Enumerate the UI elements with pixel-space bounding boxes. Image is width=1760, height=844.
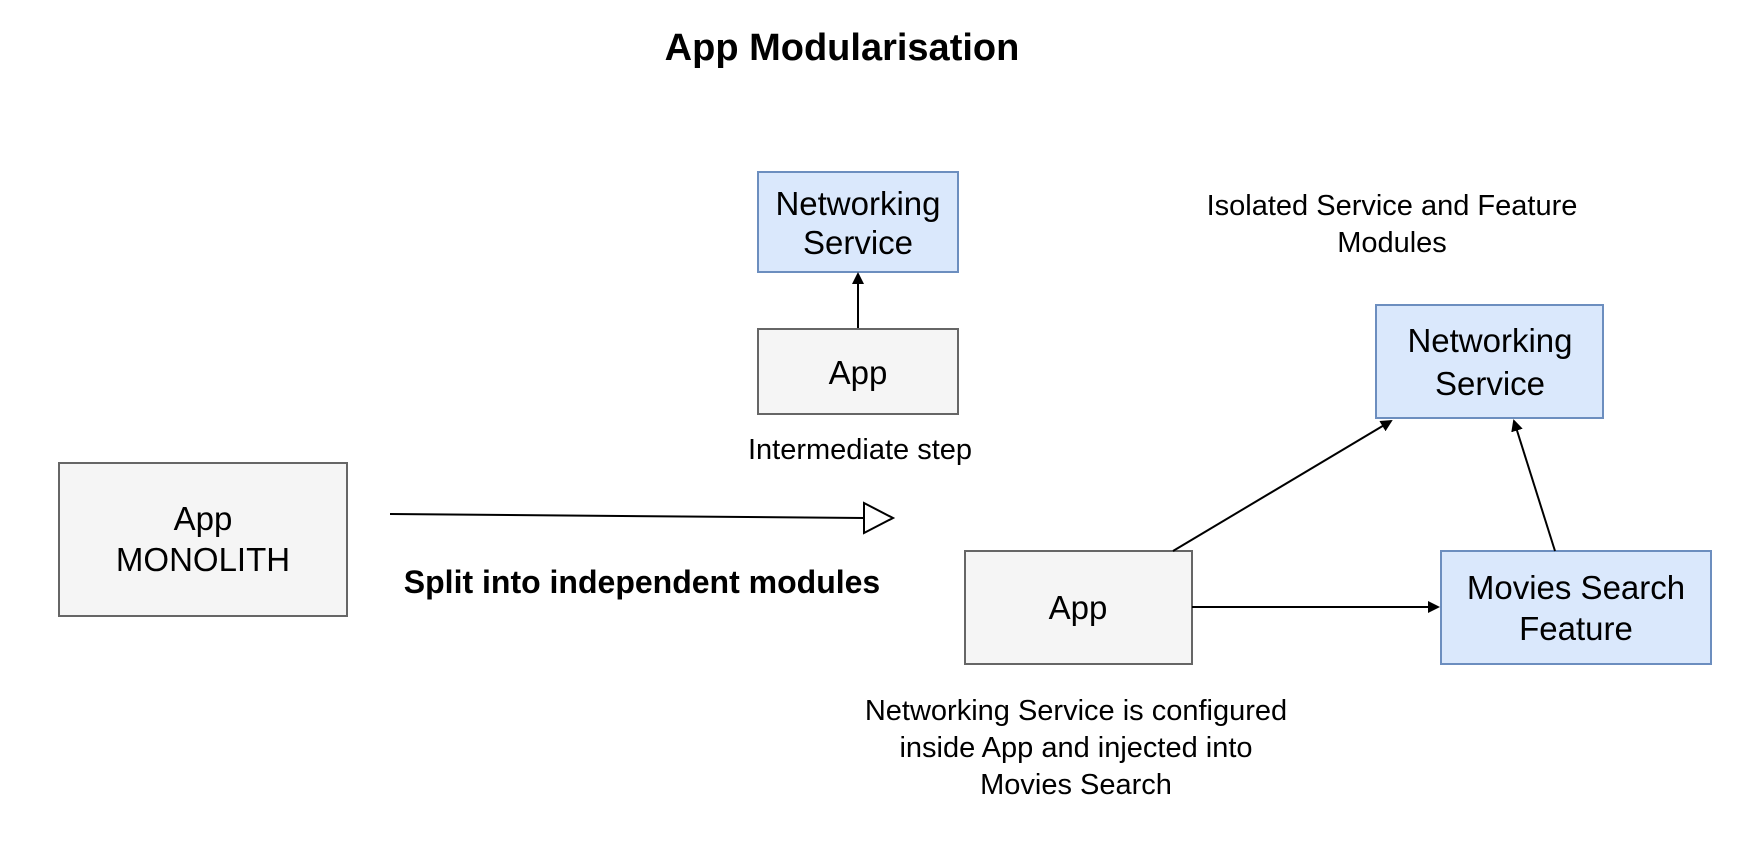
monolith-label-line1: App: [174, 500, 233, 537]
isolated-note-line2: inside App and injected into: [899, 732, 1252, 764]
isolated-networking-line1: Networking: [1407, 322, 1572, 359]
app-to-networking-arrow: [1172, 419, 1393, 552]
isolated-feature-node[interactable]: Movies Search Feature: [1440, 550, 1712, 665]
isolated-feature-line2: Feature: [1519, 610, 1633, 647]
split-arrow-line: [389, 513, 865, 519]
intermediate-networking-line2: Service: [803, 224, 913, 261]
diagram-title: App Modularisation: [665, 27, 1020, 69]
monolith-label-line2: MONOLITH: [116, 541, 290, 578]
split-label: Split into independent modules: [404, 564, 880, 600]
isolated-networking-box: [1375, 304, 1604, 419]
intermediate-app-box: [757, 328, 959, 415]
monolith-box: [58, 462, 348, 617]
isolated-app-label: App: [1049, 589, 1108, 626]
isolated-networking-node[interactable]: Networking Service: [1375, 304, 1604, 419]
intermediate-networking-box: [757, 171, 959, 273]
isolated-note-line3: Movies Search: [980, 769, 1172, 801]
isolated-app-node[interactable]: App: [964, 550, 1193, 665]
split-arrow-head: [863, 501, 896, 535]
intermediate-app-node[interactable]: App: [757, 328, 959, 415]
intermediate-app-label: App: [829, 354, 888, 391]
isolated-note-line1: Networking Service is configured: [865, 695, 1287, 727]
isolated-caption-line1: Isolated Service and Feature: [1207, 190, 1578, 222]
isolated-caption-line2: Modules: [1337, 227, 1447, 259]
intermediate-networking-line1: Networking: [775, 185, 940, 222]
isolated-networking-line2: Service: [1435, 365, 1545, 402]
intermediate-caption: Intermediate step: [748, 434, 972, 466]
feature-to-networking-arrow: [1511, 419, 1556, 552]
isolated-feature-box: [1440, 550, 1712, 665]
isolated-feature-line1: Movies Search: [1467, 569, 1685, 606]
split-arrow: [389, 501, 896, 535]
monolith-node[interactable]: App MONOLITH: [58, 462, 348, 617]
intermediate-networking-node[interactable]: Networking Service: [757, 171, 959, 273]
